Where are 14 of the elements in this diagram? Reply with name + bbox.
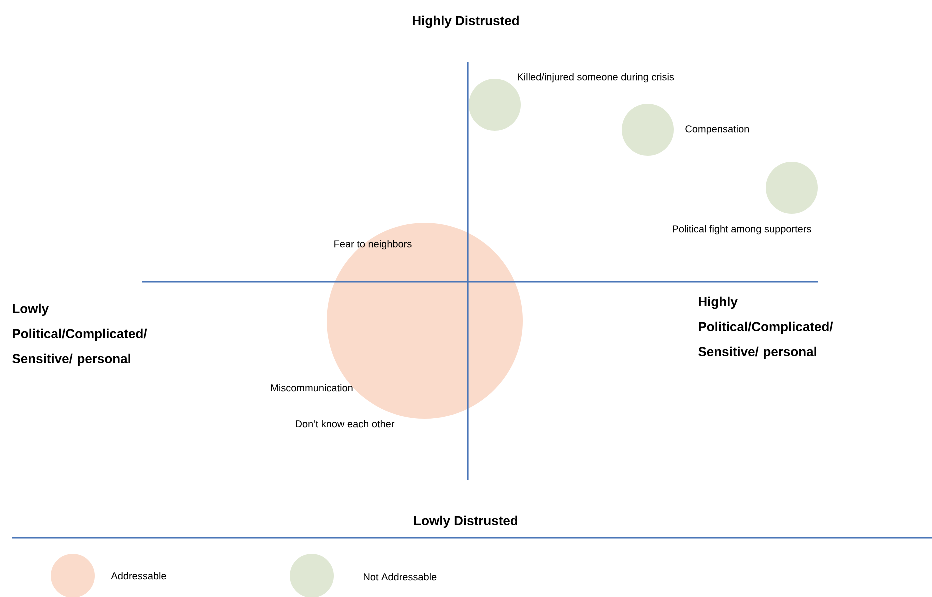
axis-title: Highly Political/Complicated/ Sensitive/ personal [698, 296, 834, 360]
bubble-label: Compensation [686, 125, 750, 135]
bubble-label: Killed/injured someone during crisis [518, 73, 674, 83]
axis-title: Lowly Political/Complicated/ Sensitive/ personal [12, 304, 148, 366]
legend-label: Not Addressable [364, 573, 437, 581]
bubble-label: Fear to neighbors [334, 240, 412, 250]
bubble [622, 104, 674, 156]
legend-label: Addressable [111, 572, 166, 580]
bubble-label: Miscommunication [271, 384, 353, 392]
bubble [766, 162, 818, 214]
axis-title: Lowly Distrusted [414, 516, 518, 528]
bubble-label: Political fight among supporters [673, 225, 812, 235]
bubble-label: Don’t know each other [296, 420, 395, 428]
axis-title: Highly Distrusted [413, 16, 519, 28]
